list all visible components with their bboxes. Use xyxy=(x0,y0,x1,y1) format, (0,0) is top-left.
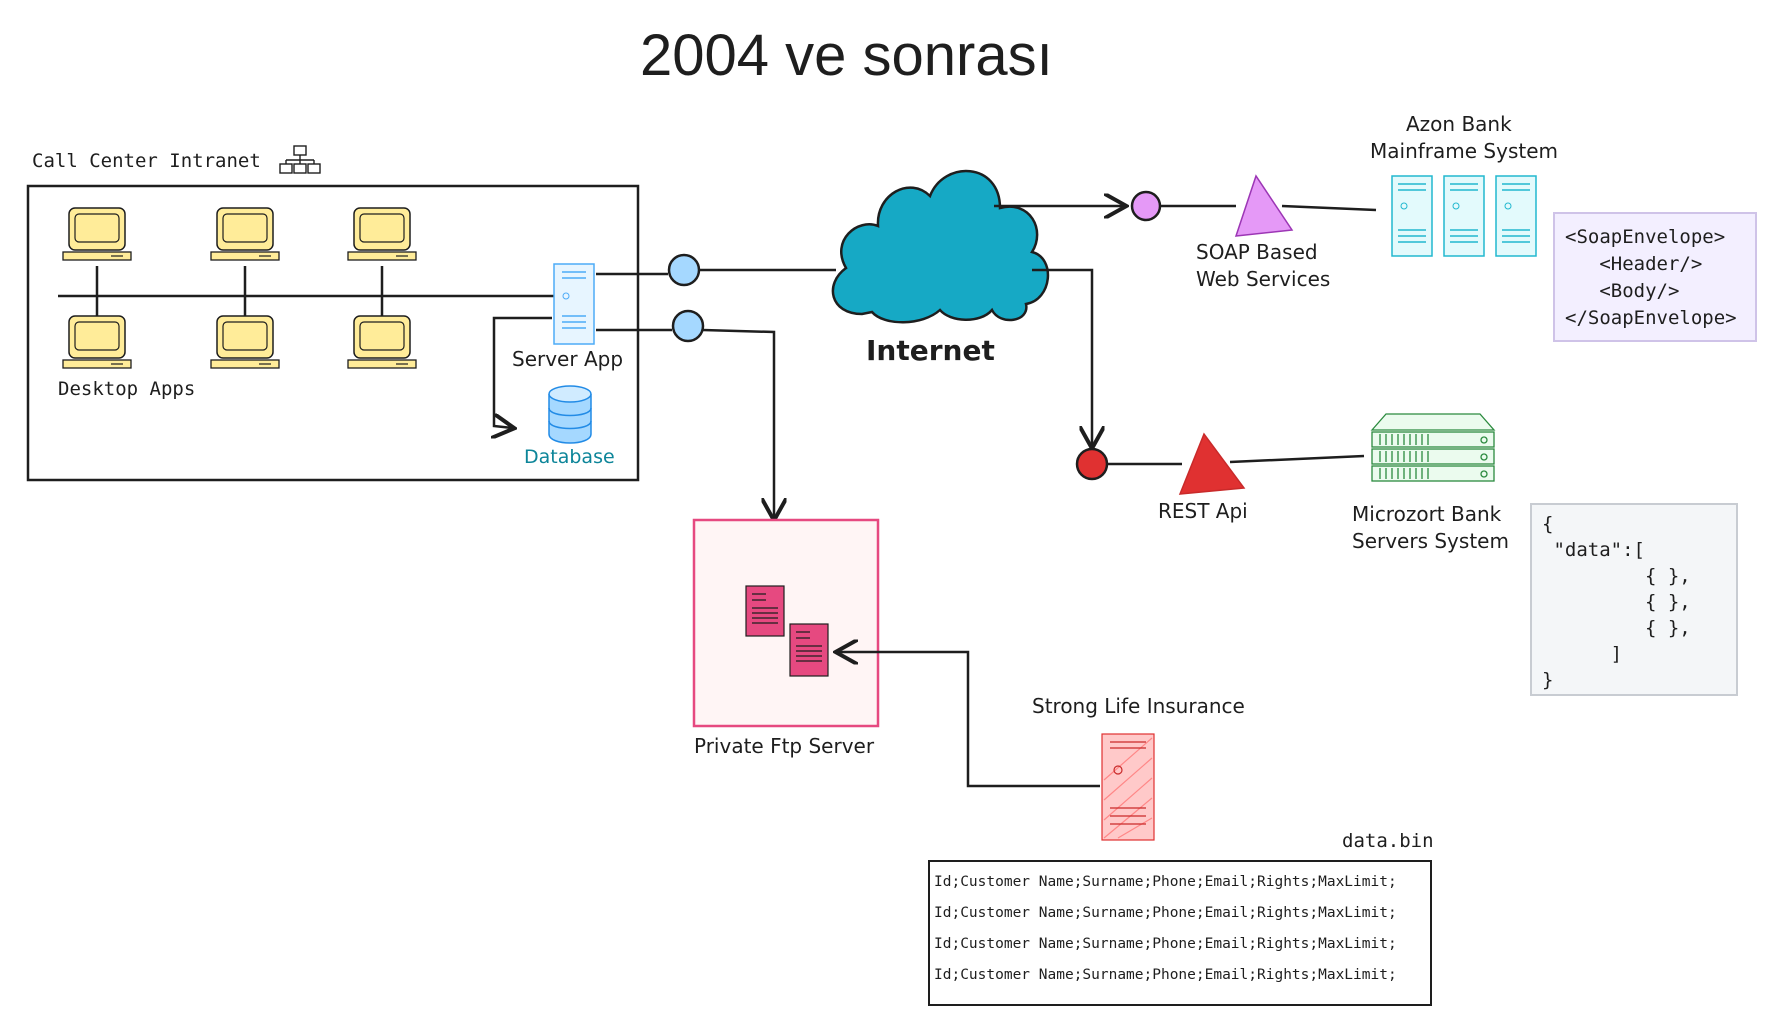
json-response-sample: { "data":[ { }, { }, { }, ] } xyxy=(1530,503,1738,696)
internet-label: Internet xyxy=(866,334,995,367)
server-app-label: Server App xyxy=(512,347,624,371)
rest-api-label: REST Api xyxy=(1158,499,1248,523)
ftp-arrow xyxy=(702,328,774,518)
data-row: Id;Customer Name;Surname;Phone;Email;Rig… xyxy=(934,967,1397,983)
desktop-monitor-icon xyxy=(347,207,417,261)
rest-to-microzort-line xyxy=(1229,454,1365,464)
data-row: Id;Customer Name;Surname;Phone;Email;Rig… xyxy=(934,936,1397,952)
server-ftp-port xyxy=(671,309,705,343)
json-line: { xyxy=(1542,513,1554,535)
insurance-server-icon xyxy=(1101,733,1155,841)
network-hierarchy-icon xyxy=(279,145,321,174)
soap-line: <Body/> xyxy=(1565,280,1680,302)
desktop-monitor-icon xyxy=(62,207,132,261)
database-icon xyxy=(548,385,592,444)
soap-line: </SoapEnvelope> xyxy=(1565,307,1737,329)
azon-mainframe-servers xyxy=(1391,175,1537,257)
insurance-to-ftp-arrow xyxy=(838,652,1100,788)
data-row: Id;Customer Name;Surname;Phone;Email;Rig… xyxy=(934,874,1397,890)
intranet-frame xyxy=(26,184,640,482)
lan-bus xyxy=(58,266,556,320)
json-line: } xyxy=(1542,669,1554,691)
data-file-content: Id;Customer Name;Surname;Phone;Email;Rig… xyxy=(928,860,1432,1006)
page-title: 2004 ve sonrası xyxy=(640,23,1053,88)
rest-triangle xyxy=(1178,432,1246,495)
desktop-computers xyxy=(62,207,417,369)
microzort-label-line1: Microzort Bank xyxy=(1352,502,1502,526)
insurance-label: Strong Life Insurance xyxy=(1032,694,1245,718)
data-row: Id;Customer Name;Surname;Phone;Email;Rig… xyxy=(934,905,1397,921)
json-line: "data":[ xyxy=(1542,539,1645,561)
desktop-monitor-icon xyxy=(210,315,280,369)
server-to-database-arrow xyxy=(494,316,552,428)
json-line: ] xyxy=(1542,643,1623,665)
soap-envelope-sample: <SoapEnvelope> <Header/> <Body/> </SoapE… xyxy=(1553,212,1757,342)
database-label: Database xyxy=(524,446,615,468)
ftp-documents-icon xyxy=(745,585,829,677)
cloud-to-rest-arrow xyxy=(1032,268,1092,446)
soap-triangle xyxy=(1234,174,1294,237)
ftp-server-label: Private Ftp Server xyxy=(694,734,875,758)
json-line: { }, xyxy=(1542,591,1691,613)
server-internet-port xyxy=(667,253,701,287)
soap-label-line2: Web Services xyxy=(1196,267,1331,291)
mainframe-server-icon xyxy=(1495,175,1537,257)
intranet-label: Call Center Intranet xyxy=(32,150,261,172)
azon-label-line2: Mainframe System xyxy=(1370,139,1558,163)
rest-port xyxy=(1075,447,1109,481)
data-file-name: data.bin xyxy=(1342,830,1434,852)
soap-to-azon-line xyxy=(1281,204,1377,212)
ftp-server-frame xyxy=(692,518,880,728)
soap-line: <Header/> xyxy=(1565,253,1703,275)
internet-cloud xyxy=(831,169,1049,324)
server-app-icon xyxy=(553,263,595,345)
soap-port xyxy=(1130,190,1162,222)
mainframe-server-icon xyxy=(1443,175,1485,257)
json-line: { }, xyxy=(1542,617,1691,639)
desktop-monitor-icon xyxy=(347,315,417,369)
desktop-apps-label: Desktop Apps xyxy=(58,378,196,400)
soap-line: <SoapEnvelope> xyxy=(1565,226,1726,248)
json-line: { }, xyxy=(1542,565,1691,587)
desktop-monitor-icon xyxy=(62,315,132,369)
azon-label-line1: Azon Bank xyxy=(1406,112,1512,136)
mainframe-server-icon xyxy=(1391,175,1433,257)
desktop-monitor-icon xyxy=(210,207,280,261)
microzort-rack-icon xyxy=(1370,413,1496,482)
microzort-label-line2: Servers System xyxy=(1352,529,1509,553)
soap-label-line1: SOAP Based xyxy=(1196,240,1318,264)
